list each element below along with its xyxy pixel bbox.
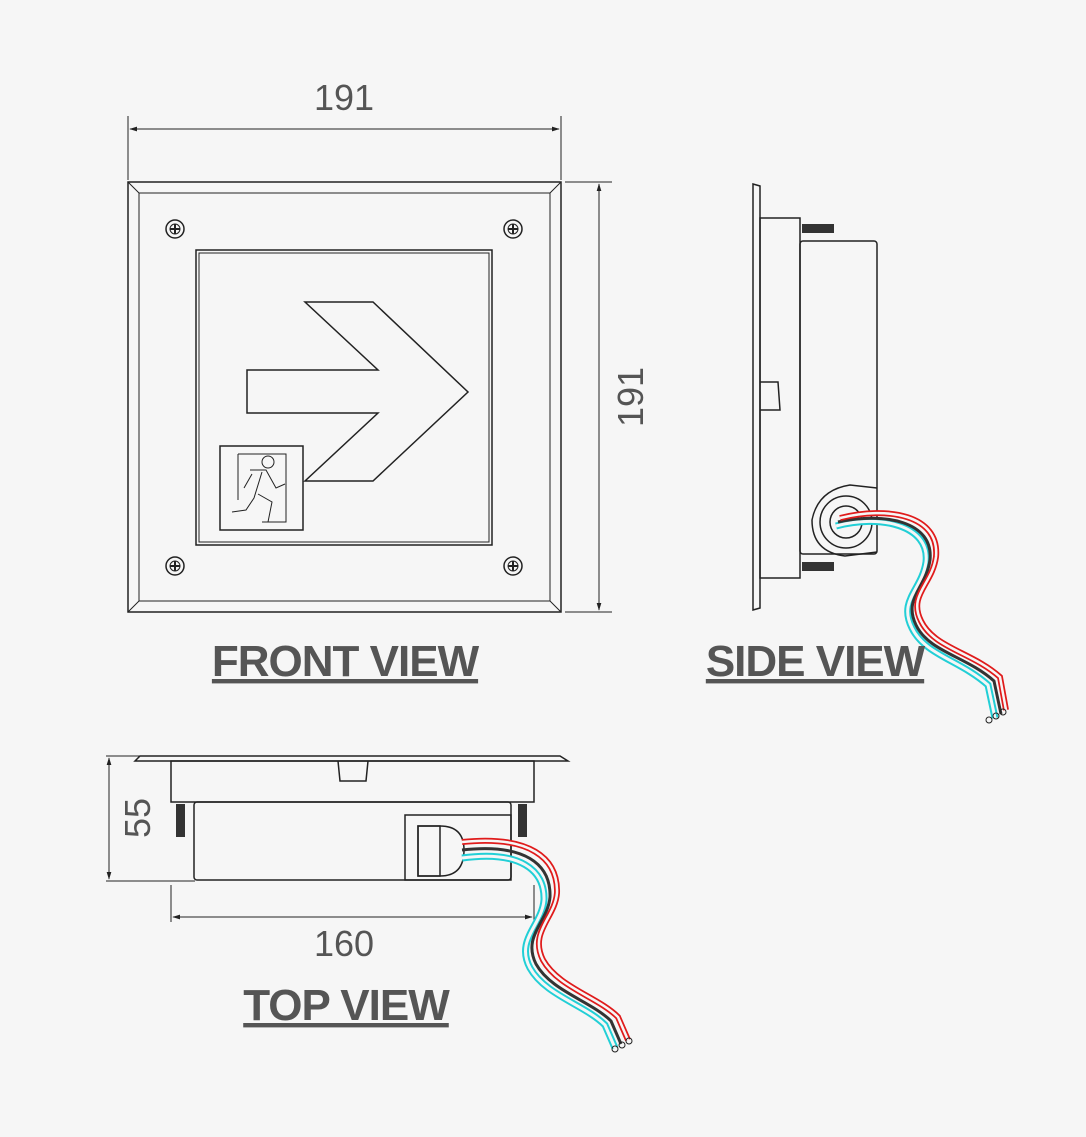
- front-view-title: FRONT VIEW: [212, 637, 480, 686]
- screw-icon: [503, 556, 523, 576]
- front-height-label: 191: [610, 367, 651, 427]
- running-man-exit-icon: [219, 445, 304, 531]
- direction-arrow-icon: [246, 301, 470, 482]
- top-depth-label: 55: [117, 798, 158, 838]
- top-depth-dimension: 55: [106, 755, 195, 882]
- side-view-title: SIDE VIEW: [706, 637, 926, 686]
- top-width-label: 160: [314, 923, 374, 964]
- top-view-title: TOP VIEW: [243, 981, 450, 1030]
- front-width-dimension: 191: [127, 77, 562, 180]
- sign-panel: [195, 249, 493, 546]
- screw-icon: [503, 219, 523, 239]
- screw-icon: [165, 556, 185, 576]
- side-wires: [835, 510, 1009, 724]
- top-width-dimension: 160: [170, 885, 535, 964]
- front-view: 191 191: [127, 77, 651, 686]
- front-height-dimension: 191: [565, 181, 651, 613]
- front-frame: [127, 181, 562, 613]
- top-view: 55 160 TOP VIEW: [106, 755, 633, 1053]
- front-width-label: 191: [314, 77, 374, 118]
- screw-icon: [165, 219, 185, 239]
- side-view: SIDE VIEW: [706, 183, 1009, 724]
- top-wires: [461, 837, 633, 1053]
